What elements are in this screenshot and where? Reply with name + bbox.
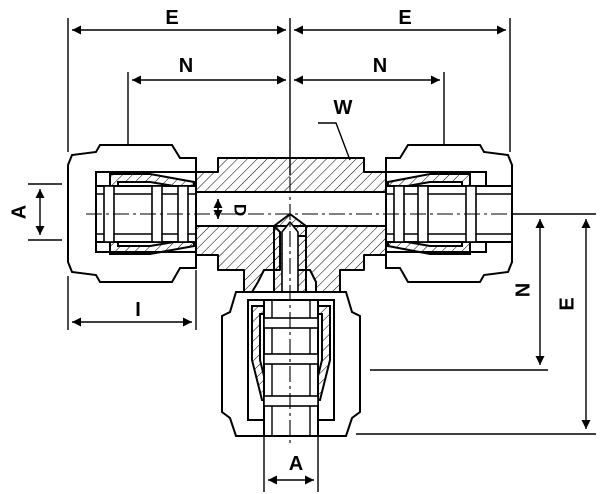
label-a-bottom: A — [289, 453, 303, 475]
dimension-lines — [28, 18, 596, 492]
label-a-left: A — [8, 205, 30, 219]
label-e-vertical: E — [556, 297, 578, 310]
label-n-right: N — [373, 55, 387, 77]
label-w: W — [334, 97, 353, 119]
bottom-nut — [221, 291, 361, 437]
label-n-left: N — [179, 55, 193, 77]
right-nut — [385, 144, 513, 283]
label-e-left: E — [165, 7, 178, 29]
label-i: I — [135, 299, 141, 321]
label-d: D — [231, 204, 250, 216]
label-n-vertical: N — [512, 283, 534, 297]
label-e-right: E — [398, 7, 411, 29]
center-lines — [86, 150, 512, 446]
tee-body — [195, 157, 387, 301]
